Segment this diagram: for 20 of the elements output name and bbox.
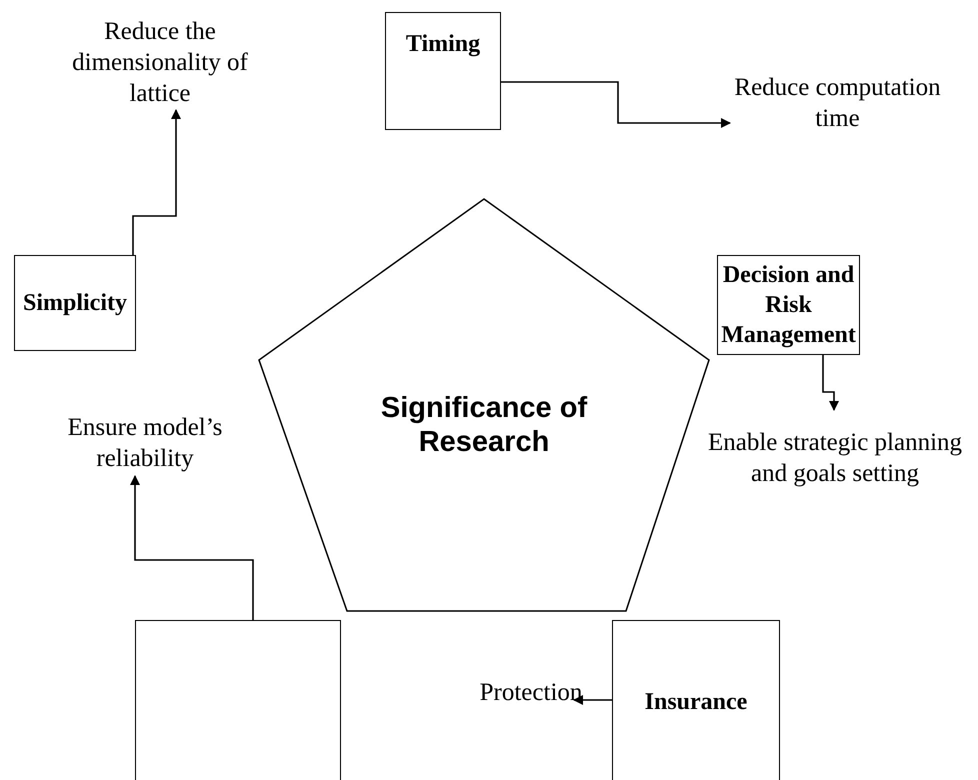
process-box <box>385 12 501 130</box>
process-box <box>717 255 860 355</box>
outcome-text: Reduce the dimensionality of lattice <box>71 16 249 108</box>
outcome-text: Enable strategic planning and goals setting <box>706 428 964 489</box>
arrow <box>822 355 839 411</box>
box-label: Insurance <box>644 688 748 717</box>
outcome-text: Protection <box>480 678 582 708</box>
arrow <box>573 695 612 705</box>
box-label: Timing <box>404 30 482 59</box>
title-text: Significance of Research <box>380 391 588 459</box>
box-label: Simplicity <box>22 289 127 318</box>
outcome-text: Ensure model’s reliability <box>66 413 224 474</box>
outcome-text: Reduce computation time <box>733 73 942 134</box>
process-box <box>14 255 136 351</box>
process-box <box>612 620 780 780</box>
arrow <box>501 81 731 128</box>
arrow <box>132 109 181 255</box>
empty-box <box>135 620 341 780</box>
box-label: Decision and Risk Management <box>721 261 856 350</box>
arrow <box>130 475 254 620</box>
